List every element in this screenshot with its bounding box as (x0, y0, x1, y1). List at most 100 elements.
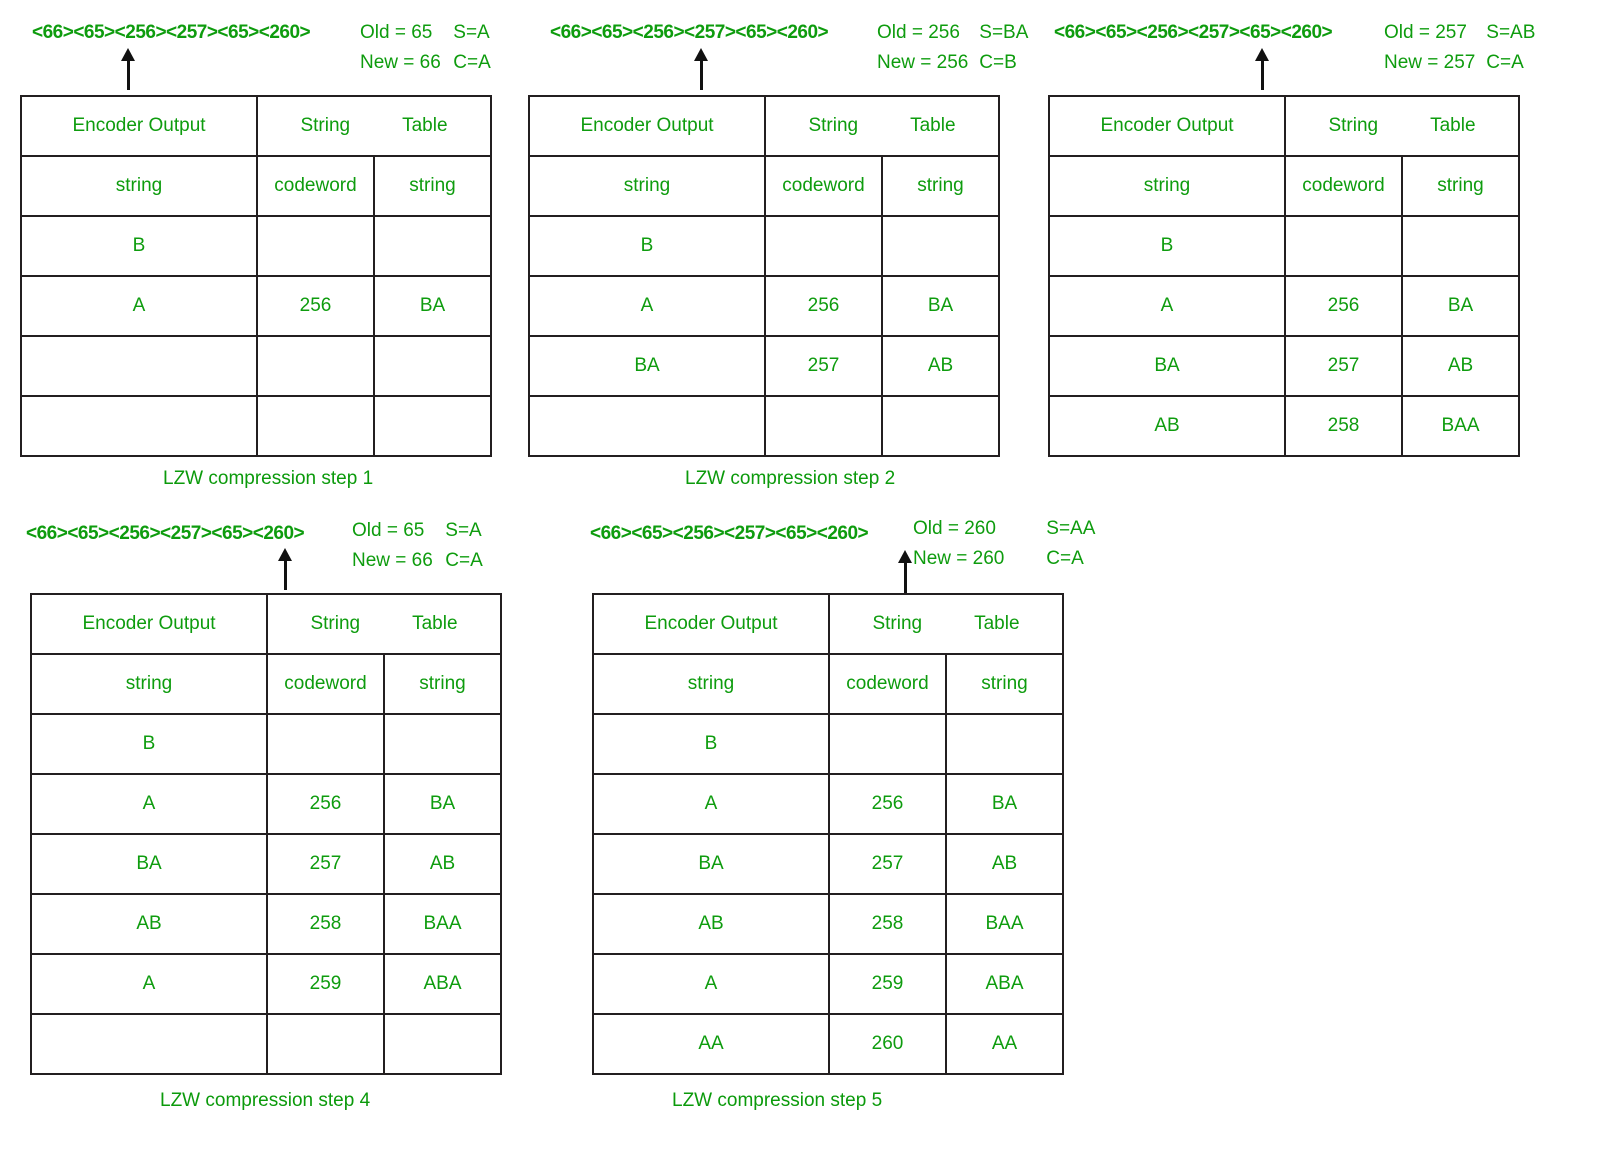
cell-encoder-output: AB (1048, 395, 1286, 457)
cell-table-string: BAA (945, 893, 1064, 955)
cell-codeword: 258 (1284, 395, 1403, 457)
cell-table-string (373, 335, 492, 397)
cell-encoder-output: A (592, 953, 830, 1015)
status-block-step-5: Old = 260 S=AA New = 260 C=A (913, 518, 1095, 570)
cell-encoder-output: A (592, 773, 830, 835)
cell-table-string: BA (881, 275, 1000, 337)
cell-table-string: AB (881, 335, 1000, 397)
cell-codeword: 256 (266, 773, 385, 835)
arrow-head-icon (121, 48, 135, 61)
cell-table-string: ABA (383, 953, 502, 1015)
status-s-step-2: S=BA (979, 22, 1029, 43)
subheader-string: string (592, 653, 830, 715)
col-header-table: Table (974, 613, 1020, 634)
subheader-string2: string (383, 653, 502, 715)
subheader-codeword: codeword (1284, 155, 1403, 217)
cell-encoder-output: B (30, 713, 268, 775)
cell-encoder-output: BA (1048, 335, 1286, 397)
subheader-string2: string (1401, 155, 1520, 217)
col-header-encoder-output: Encoder Output (592, 593, 830, 655)
stream-pointer-arrow-step-2 (694, 48, 708, 90)
table-row: B (592, 713, 1064, 775)
arrow-shaft (700, 57, 703, 90)
status-old-step-1: Old = 65 (360, 22, 433, 43)
table-row: A 256 BA (20, 275, 492, 337)
status-c-step-5: C=A (1046, 548, 1084, 569)
status-old-step-2: Old = 256 (877, 22, 960, 43)
subheader-codeword: codeword (828, 653, 947, 715)
table-row: A 256 BA (30, 773, 502, 835)
cell-codeword: 256 (828, 773, 947, 835)
cell-table-string (881, 395, 1000, 457)
cell-codeword (266, 713, 385, 775)
col-header-table: Table (402, 115, 448, 136)
cell-encoder-output (20, 335, 258, 397)
cell-codeword: 258 (266, 893, 385, 955)
cell-encoder-output: A (20, 275, 258, 337)
table-row: B (1048, 215, 1520, 277)
subheader-string2: string (881, 155, 1000, 217)
col-header-encoder-output: Encoder Output (30, 593, 268, 655)
subheader-string2: string (373, 155, 492, 217)
status-c-step-3: C=A (1486, 52, 1524, 73)
cell-codeword: 260 (828, 1013, 947, 1075)
subheader-codeword: codeword (256, 155, 375, 217)
col-header-string: String (310, 613, 361, 634)
cell-encoder-output: AA (592, 1013, 830, 1075)
table-row: BA 257 AB (1048, 335, 1520, 397)
code-stream-step-1: <66><65><256><257><65><260> (32, 22, 311, 43)
arrow-shaft (127, 57, 130, 90)
status-s-step-1: S=A (453, 22, 490, 43)
cell-table-string (881, 215, 1000, 277)
cell-table-string: BAA (383, 893, 502, 955)
status-block-step-4: Old = 65 S=A New = 66 C=A (352, 520, 483, 572)
cell-encoder-output: BA (528, 335, 766, 397)
subheader-string2: string (945, 653, 1064, 715)
subheader-string: string (20, 155, 258, 217)
status-new-step-4: New = 66 (352, 550, 433, 571)
cell-table-string (945, 713, 1064, 775)
cell-codeword: 258 (828, 893, 947, 955)
table-row (528, 395, 1000, 457)
cell-codeword (266, 1013, 385, 1075)
cell-table-string (1401, 215, 1520, 277)
table-subheader-row: string codeword string (528, 155, 1000, 217)
table-row: A 259 ABA (30, 953, 502, 1015)
col-header-encoder-output: Encoder Output (1048, 95, 1286, 157)
cell-table-string: BA (383, 773, 502, 835)
cell-table-string (383, 713, 502, 775)
panel-step-1: <66><65><256><257><65><260> Old = 65 S=A… (0, 0, 520, 500)
cell-encoder-output: B (20, 215, 258, 277)
cell-table-string: AA (945, 1013, 1064, 1075)
cell-table-string (383, 1013, 502, 1075)
col-header-encoder-output: Encoder Output (528, 95, 766, 157)
cell-codeword (256, 215, 375, 277)
subheader-codeword: codeword (764, 155, 883, 217)
table-row: A 256 BA (592, 773, 1064, 835)
table-row: BA 257 AB (528, 335, 1000, 397)
status-s-step-3: S=AB (1486, 22, 1536, 43)
cell-codeword: 256 (764, 275, 883, 337)
table-row: A 256 BA (1048, 275, 1520, 337)
cell-encoder-output (30, 1013, 268, 1075)
panel-step-2: <66><65><256><257><65><260> Old = 256 S=… (520, 0, 1040, 500)
cell-encoder-output: AB (30, 893, 268, 955)
cell-table-string: BA (373, 275, 492, 337)
status-c-step-1: C=A (453, 52, 491, 73)
cell-codeword (256, 395, 375, 457)
cell-codeword: 259 (828, 953, 947, 1015)
table-row: B (30, 713, 502, 775)
cell-codeword (764, 395, 883, 457)
cell-table-string: AB (945, 833, 1064, 895)
code-stream-step-4: <66><65><256><257><65><260> (26, 523, 305, 544)
panel-step-4: <66><65><256><257><65><260> Old = 65 S=A… (0, 500, 560, 1160)
table-row (20, 335, 492, 397)
